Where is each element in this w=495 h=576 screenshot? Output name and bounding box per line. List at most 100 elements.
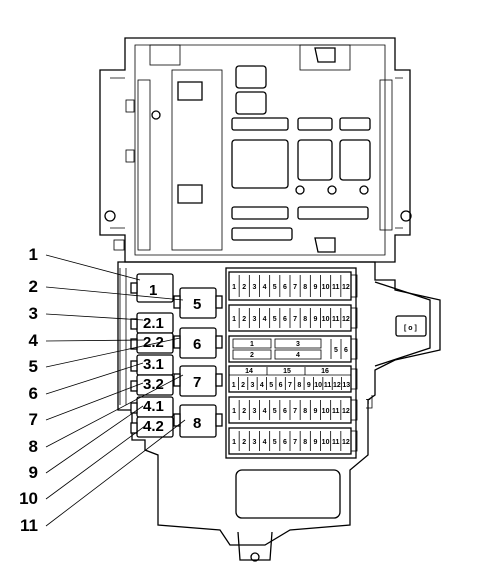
callout-9: 9: [29, 463, 38, 482]
fuse-row-e-fuse-12: 12: [342, 408, 350, 415]
fuse-row-c-fuse-2: 2: [250, 352, 254, 359]
fuse-row-a-fuse-9: 9: [313, 284, 317, 291]
relay-5-label: 5: [193, 296, 201, 313]
fuse-row-b-fuse-12: 12: [342, 316, 350, 323]
relay-1-label: 1: [149, 282, 157, 299]
fuse-row-a-fuse-1: 1: [232, 284, 236, 291]
fuse-row-d-fuse-10: 10: [314, 382, 322, 389]
fuse-row-e-fuse-2: 2: [242, 408, 246, 415]
fuse-row-a-fuse-12: 12: [342, 284, 350, 291]
fuse-row-b-fuse-4: 4: [263, 316, 267, 323]
fuse-row-a-fuse-10: 10: [322, 284, 330, 291]
callout-6: 6: [29, 384, 38, 403]
callout-7: 7: [29, 410, 38, 429]
fuse-row-d-fuse-7: 7: [288, 382, 292, 389]
relay-3-1-label: 3.1: [143, 356, 164, 373]
fuse-row-d-fuse-13: 13: [342, 382, 350, 389]
fuse-row-d-fuse-3: 3: [251, 382, 255, 389]
relay-7-label: 7: [193, 374, 201, 391]
fuse-row-f-fuse-5: 5: [273, 439, 277, 446]
fuse-row-b-fuse-3: 3: [252, 316, 256, 323]
fuse-row-d-fuse-9: 9: [307, 382, 311, 389]
fuse-row-b-fuse-1: 1: [232, 316, 236, 323]
fuse-row-c-fuse-6: 6: [344, 347, 348, 354]
relay-4-1-label: 4.1: [143, 398, 164, 415]
fuse-row-b-fuse-5: 5: [273, 316, 277, 323]
fuse-row-a-fuse-6: 6: [283, 284, 287, 291]
fuse-row-f-fuse-11: 11: [332, 439, 340, 446]
callout-leader-10: [45, 425, 146, 500]
fuse-row-f-fuse-6: 6: [283, 439, 287, 446]
relay-2-2-label: 2.2: [143, 334, 164, 351]
fuse-row-d-fuse-11: 11: [324, 382, 332, 389]
relay-section: 1 5 2.1 2.2 6 3.1 3.2 7 4: [130, 273, 223, 438]
fuse-row-d-fuse-1: 1: [232, 382, 236, 389]
fuse-row-f-fuse-2: 2: [242, 439, 246, 446]
fuse-row-f-fuse-9: 9: [313, 439, 317, 446]
callout-8: 8: [29, 437, 38, 456]
relay-8-label: 8: [193, 415, 201, 432]
fuse-row-e-fuse-1: 1: [232, 408, 236, 415]
fuse-row-b-fuse-6: 6: [283, 316, 287, 323]
fuse-row-f-fuse-7: 7: [293, 439, 297, 446]
callout-2: 2: [29, 277, 38, 296]
fuse-row-d-top-fuse-14: 14: [245, 368, 253, 375]
callout-leader-5: [45, 337, 181, 368]
fuse-row-f-fuse-3: 3: [252, 439, 256, 446]
callout-5: 5: [29, 357, 38, 376]
svg-text:[ o ]: [ o ]: [404, 325, 417, 332]
fuse-row-c-fuse-5: 5: [334, 347, 338, 354]
lower-housing: [ o ] T: [117, 261, 441, 562]
fuse-row-b-fuse-2: 2: [242, 316, 246, 323]
fuse-row-d-top-fuse-15: 15: [283, 368, 291, 375]
svg-text:T: T: [366, 399, 371, 406]
callout-leader-3: [45, 313, 144, 321]
fuse-row-a-fuse-5: 5: [273, 284, 277, 291]
relay-2-1-label: 2.1: [143, 315, 164, 332]
fuse-row-a-fuse-3: 3: [252, 284, 256, 291]
callout-leader-4: [45, 339, 146, 342]
fuse-row-e-fuse-11: 11: [332, 408, 340, 415]
callout-leader-6: [45, 362, 144, 395]
callout-leader-1: [45, 254, 141, 281]
callout-leader-2: [45, 286, 184, 301]
fuse-row-b-fuse-9: 9: [313, 316, 317, 323]
fuse-row-e-fuse-8: 8: [303, 408, 307, 415]
fuse-row-e-fuse-10: 10: [322, 408, 330, 415]
fuse-row-e-fuse-5: 5: [273, 408, 277, 415]
fuse-row-e-fuse-9: 9: [313, 408, 317, 415]
fuse-row-f-fuse-10: 10: [322, 439, 330, 446]
fuse-row-d-fuse-6: 6: [279, 382, 283, 389]
fuse-row-f-fuse-1: 1: [232, 439, 236, 446]
fuse-row-b-fuse-11: 11: [332, 316, 340, 323]
callout-1: 1: [29, 245, 38, 264]
fuse-row-e-fuse-6: 6: [283, 408, 287, 415]
upper-housing: [99, 37, 412, 263]
fuse-row-b-fuse-8: 8: [303, 316, 307, 323]
callout-leader-7: [45, 382, 144, 421]
fuse-row-d-fuse-2: 2: [241, 382, 245, 389]
callout-3: 3: [29, 304, 38, 323]
callout-4: 4: [29, 331, 39, 350]
relay-3-2-label: 3.2: [143, 376, 164, 393]
fuse-row-a-fuse-11: 11: [332, 284, 340, 291]
callout-10: 10: [19, 489, 38, 508]
fuse-row-e-fuse-3: 3: [252, 408, 256, 415]
fuse-row-c-fuse-3: 3: [296, 341, 300, 348]
fuse-row-d-fuse-4: 4: [260, 382, 264, 389]
relay-4-2-label: 4.2: [143, 418, 164, 435]
callout-leader-9: [45, 405, 144, 474]
fuse-row-b-fuse-10: 10: [322, 316, 330, 323]
fuse-row-a-fuse-2: 2: [242, 284, 246, 291]
callout-leader-11: [45, 419, 186, 527]
fuse-row-d-top-fuse-16: 16: [321, 368, 329, 375]
fuse-row-e-fuse-7: 7: [293, 408, 297, 415]
callout-leader-8: [45, 374, 184, 448]
